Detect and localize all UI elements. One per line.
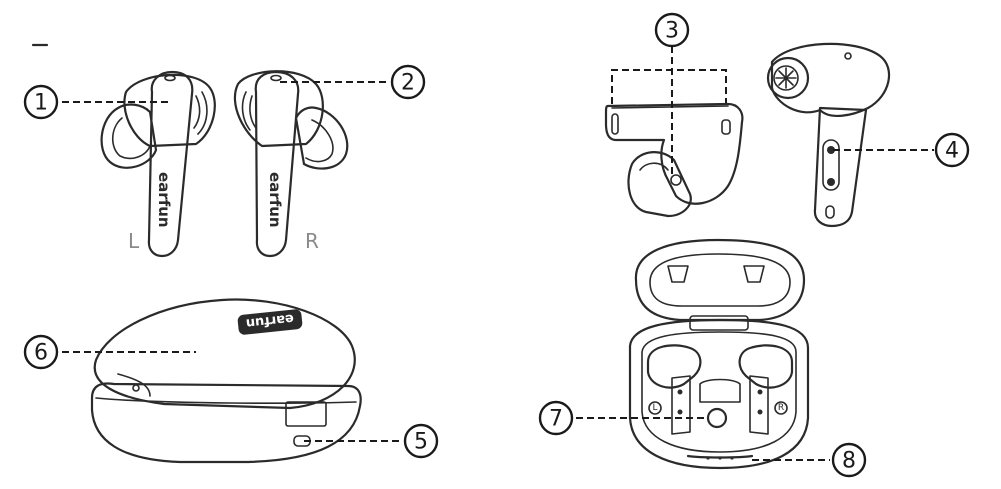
back-view-earbud (766, 42, 890, 228)
svg-text:6: 6 (34, 341, 48, 366)
callout-6: 6 (23, 334, 59, 370)
right-earbud: earfun R (233, 70, 349, 258)
svg-text:4: 4 (945, 139, 959, 164)
callout-4: 4 (934, 132, 970, 168)
right-side-label: R (305, 229, 319, 253)
case-brand-text: earfun (245, 311, 294, 331)
side-view-earbud (604, 69, 744, 218)
open-case: L R (628, 238, 810, 470)
left-brand-text: earfun (155, 172, 173, 228)
callout-1: 1 (23, 84, 59, 120)
closed-case: earfun (90, 298, 362, 464)
svg-text:3: 3 (665, 19, 679, 44)
callout-8: 8 (831, 442, 867, 478)
left-side-label: L (128, 229, 140, 253)
svg-text:7: 7 (549, 407, 563, 432)
callout-5: 5 (403, 423, 439, 459)
svg-text:1: 1 (34, 91, 48, 116)
callout-3: 3 (654, 12, 690, 48)
case-left-mark: L (652, 403, 657, 413)
svg-text:5: 5 (414, 430, 428, 455)
case-right-mark: R (778, 403, 784, 413)
callout-2: 2 (390, 64, 426, 100)
svg-text:2: 2 (401, 71, 415, 96)
left-earbud: earfun L (100, 70, 216, 258)
svg-text:8: 8 (842, 449, 856, 474)
callout-7: 7 (538, 400, 574, 436)
right-brand-text: earfun (266, 172, 284, 228)
